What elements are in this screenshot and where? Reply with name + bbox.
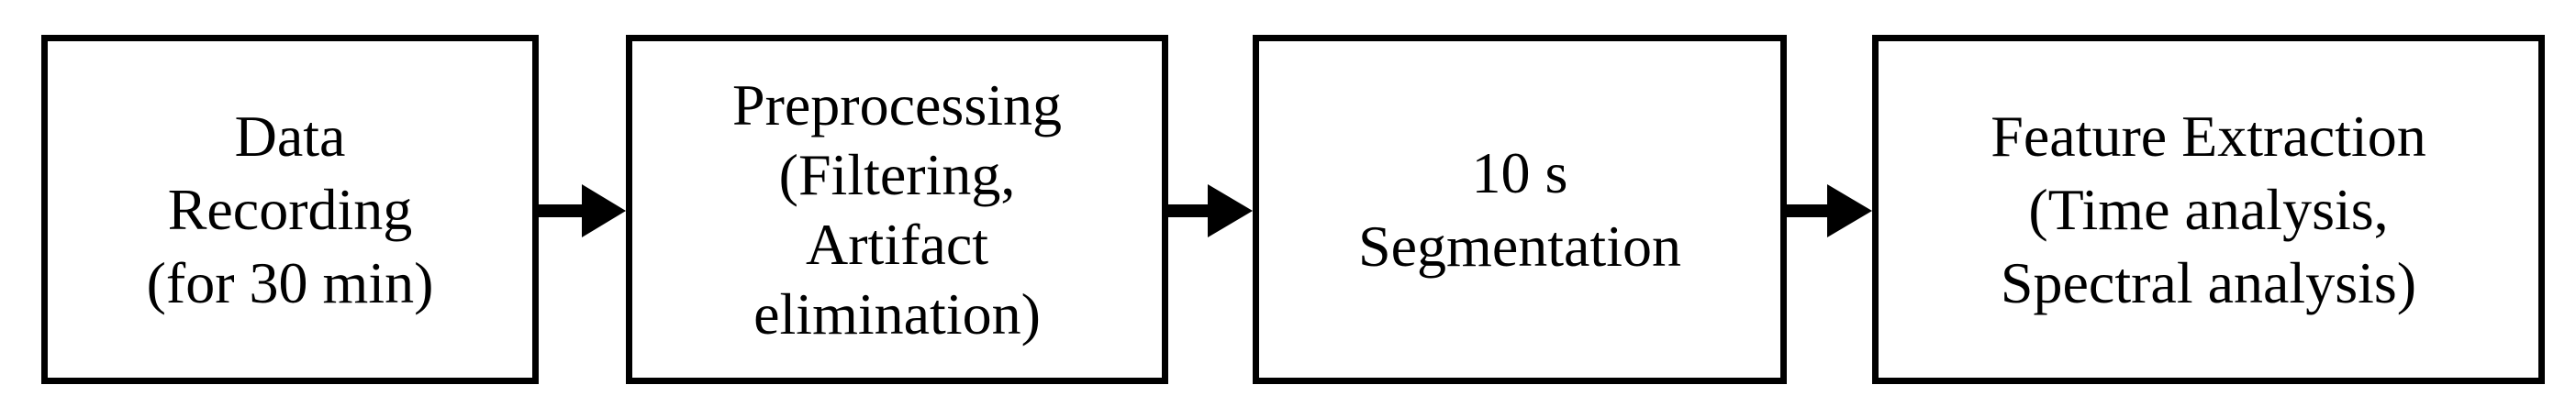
step-label-line: Preprocessing (731, 72, 1063, 138)
step-label-line: (Time analysis, (2028, 176, 2389, 242)
step-box-data-recording: Data Recording (for 30 min) (41, 35, 539, 384)
step-box-feature-extraction: Feature Extraction (Time analysis, Spect… (1872, 35, 2545, 384)
step-label-line: Artifact (806, 211, 988, 277)
arrow-head-icon (1827, 184, 1872, 237)
arrow-3-to-4 (1787, 184, 1872, 237)
step-label-line: elimination) (753, 280, 1041, 346)
step-box-preprocessing: Preprocessing (Filtering, Artifact elimi… (626, 35, 1168, 384)
arrow-1-to-2 (539, 184, 626, 237)
arrow-head-icon (1208, 184, 1253, 237)
step-box-segmentation: 10 s Segmentation (1253, 35, 1787, 384)
step-label-line: Segmentation (1358, 213, 1681, 279)
step-label-line: 10 s (1471, 139, 1568, 205)
arrow-head-icon (582, 184, 626, 237)
step-label-line: Feature Extraction (1991, 103, 2426, 169)
step-label-line: Recording (167, 176, 413, 242)
step-label-line: Data (234, 103, 346, 169)
step-label-line: (Filtering, (778, 141, 1016, 207)
arrow-2-to-3 (1168, 184, 1253, 237)
step-label-line: (for 30 min) (146, 249, 434, 315)
step-label-line: Spectral analysis) (2000, 249, 2417, 315)
